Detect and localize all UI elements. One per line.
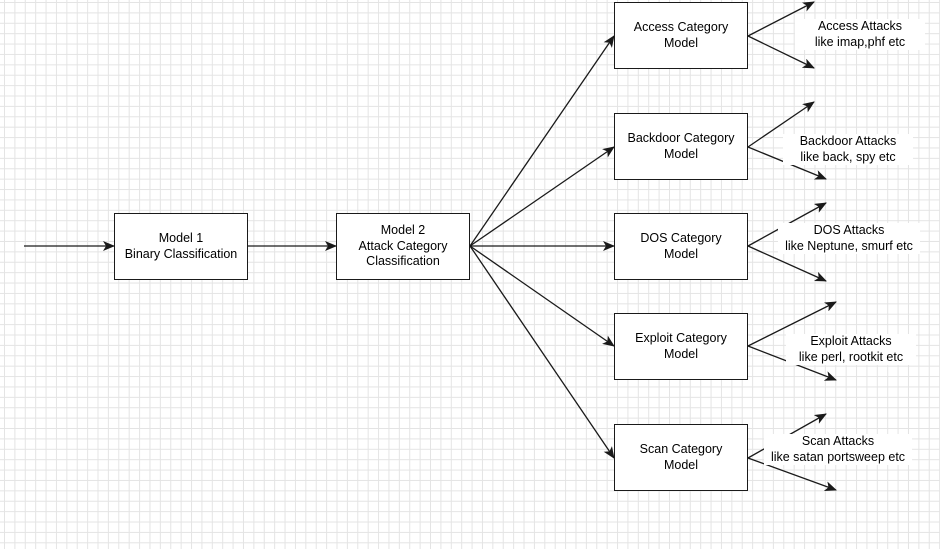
backdoor-category-box: Backdoor Category Model <box>614 113 748 180</box>
backdoor-upper-arrow <box>747 101 815 148</box>
model2-title: Model 2 <box>380 223 426 238</box>
model1-title: Model 1 <box>158 231 204 245</box>
access-attacks-examples: like imap,phf etc <box>814 34 906 49</box>
model2-to-access-arrow <box>469 35 615 247</box>
backdoor-category-title: Backdoor Category <box>627 131 735 145</box>
access-category-subtitle: Model <box>663 35 699 50</box>
dos-category-box: DOS Category Model <box>614 213 748 280</box>
access-lower-arrow <box>747 35 815 69</box>
model2-subtitle-2: Classification <box>366 254 440 269</box>
dos-attacks-title: DOS Attacks <box>813 223 885 237</box>
backdoor-attacks-title: Backdoor Attacks <box>799 134 897 148</box>
access-upper-arrow <box>747 1 815 37</box>
exploit-attacks-title: Exploit Attacks <box>810 334 892 348</box>
exploit-category-subtitle: Model <box>663 346 699 361</box>
scan-category-box: Scan Category Model <box>614 424 748 491</box>
scan-category-subtitle: Model <box>663 457 699 472</box>
access-attacks-label: Access Attacks like imap,phf etc <box>795 19 925 50</box>
dos-category-subtitle: Model <box>663 246 699 261</box>
model2-box: Model 2 Attack Category Classification <box>336 213 470 280</box>
scan-attacks-label: Scan Attacks like satan portsweep etc <box>764 434 912 465</box>
exploit-upper-arrow <box>747 301 837 347</box>
access-attacks-title: Access Attacks <box>817 19 903 33</box>
model2-to-scan-arrow <box>469 245 615 459</box>
scan-category-title: Scan Category <box>639 442 723 456</box>
backdoor-category-subtitle: Model <box>663 146 699 161</box>
scan-lower-arrow <box>747 457 837 491</box>
model1-subtitle: Binary Classification <box>124 246 238 261</box>
access-category-box: Access Category Model <box>614 2 748 69</box>
exploit-attacks-label: Exploit Attacks like perl, rootkit etc <box>786 334 916 365</box>
dos-lower-arrow <box>747 245 827 282</box>
model1-box: Model 1 Binary Classification <box>114 213 248 280</box>
scan-attacks-title: Scan Attacks <box>801 434 875 448</box>
dos-attacks-label: DOS Attacks like Neptune, smurf etc <box>778 223 920 254</box>
exploit-attacks-examples: like perl, rootkit etc <box>798 349 904 364</box>
model2-to-exploit-arrow <box>469 245 615 347</box>
backdoor-attacks-label: Backdoor Attacks like back, spy etc <box>783 134 913 165</box>
backdoor-attacks-examples: like back, spy etc <box>800 149 896 164</box>
model2-to-backdoor-arrow <box>469 146 615 247</box>
exploit-category-box: Exploit Category Model <box>614 313 748 380</box>
access-category-title: Access Category <box>633 20 729 34</box>
dos-attacks-examples: like Neptune, smurf etc <box>785 238 913 253</box>
exploit-category-title: Exploit Category <box>635 331 727 345</box>
dos-category-title: DOS Category <box>640 231 722 245</box>
model2-subtitle-1: Attack Category <box>358 238 448 253</box>
scan-attacks-examples: like satan portsweep etc <box>770 449 906 464</box>
